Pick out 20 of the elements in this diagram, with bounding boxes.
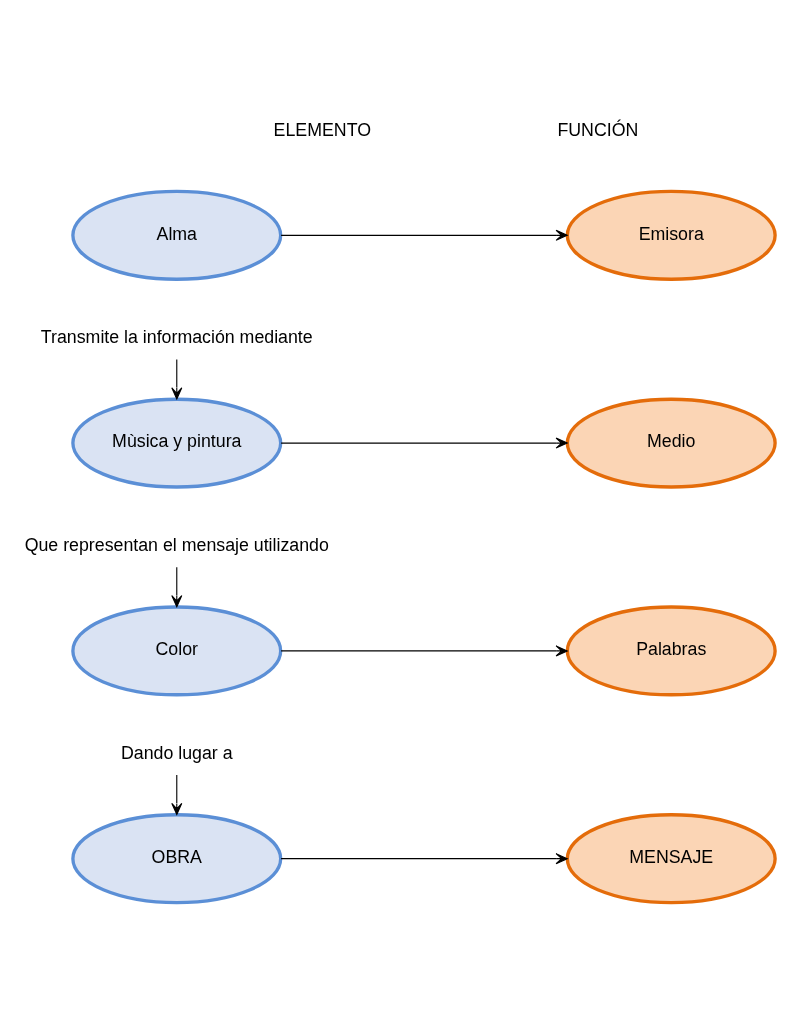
node-ellipse: MENSAJE xyxy=(565,812,777,904)
node-ellipse: Emisora xyxy=(565,189,777,281)
node-ellipse: OBRA xyxy=(71,812,283,904)
node-ellipse: Medio xyxy=(565,397,777,489)
node-text: Dando lugar a xyxy=(120,742,233,763)
node-ellipse: Alma xyxy=(71,189,283,281)
arrow xyxy=(171,773,183,815)
node-ellipse: Mùsica y pintura xyxy=(71,397,283,489)
node-ellipse: Palabras xyxy=(565,604,777,696)
arrow xyxy=(280,229,568,241)
label: FUNCIÓN xyxy=(557,119,639,140)
arrow xyxy=(280,644,568,656)
node-text: Que representan el mensaje utilizando xyxy=(24,534,329,555)
arrow xyxy=(280,852,568,864)
node-ellipse: Color xyxy=(71,604,283,696)
label: ELEMENTO xyxy=(273,119,372,140)
arrow xyxy=(280,437,568,449)
node-text: Transmite la información mediante xyxy=(40,326,313,347)
arrow xyxy=(171,566,183,607)
arrow xyxy=(171,358,183,399)
